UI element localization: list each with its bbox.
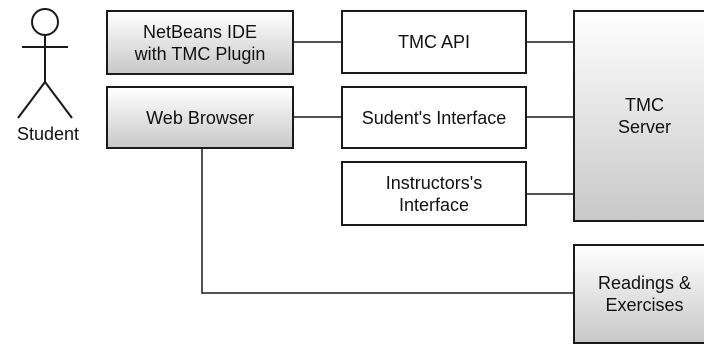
readings-exercises-box: Readings & Exercises [573, 244, 704, 344]
student-actor-label: Student [16, 124, 80, 144]
student-interface-box: Sudent's Interface [341, 86, 527, 149]
actor-left-leg [17, 81, 46, 119]
tmc-server-box: TMC Server [573, 10, 704, 222]
instructor-interface-box: Instructors's Interface [341, 161, 527, 226]
actor-head [31, 8, 59, 36]
actor-right-leg [44, 81, 73, 119]
connector-browser-readings [201, 149, 573, 294]
netbeans-ide-box: NetBeans IDE with TMC Plugin [106, 10, 294, 75]
tmc-api-box: TMC API [341, 10, 527, 74]
student-actor-icon [17, 8, 73, 119]
web-browser-box: Web Browser [106, 86, 294, 149]
